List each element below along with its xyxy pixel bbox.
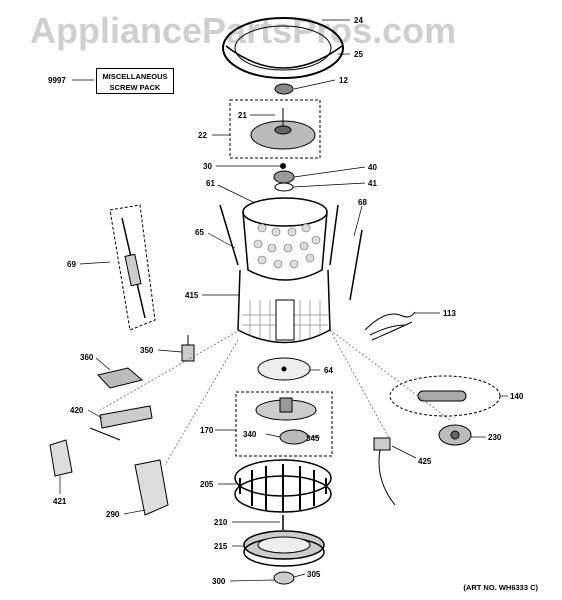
part-12-cap: [274, 83, 294, 95]
watermark: AppliancePartsPros.com: [30, 10, 457, 51]
callout-labels: 24 25 9997 12 21 22 30 40 41 61 68 65 69…: [48, 16, 524, 586]
callout-21: 21: [238, 111, 247, 120]
callout-350: 350: [140, 346, 154, 355]
callout-421: 421: [53, 497, 67, 506]
part-421-bracket: [49, 439, 73, 477]
misc-box-line2: SCREW PACK: [109, 83, 161, 92]
part-290-bracket: [134, 459, 169, 516]
callout-415: 415: [185, 291, 199, 300]
part-30-bolt: [280, 163, 286, 169]
callout-215: 215: [214, 542, 228, 551]
top-balance-ring: [222, 17, 344, 79]
part-140-hose: [417, 390, 467, 402]
callout-30: 30: [203, 162, 212, 171]
part-40-nut: [273, 170, 295, 184]
callout-300: 300: [212, 577, 226, 586]
callout-22: 22: [198, 131, 207, 140]
callout-61: 61: [206, 179, 215, 188]
callout-305: 305: [307, 570, 321, 579]
callout-360: 360: [80, 353, 94, 362]
callout-420: 420: [70, 406, 84, 415]
part-69-box: [109, 204, 156, 331]
callout-340: 340: [243, 430, 257, 439]
part-205-rotor: [234, 459, 332, 513]
leader-lines: [59, 19, 508, 582]
part-64-disc: [257, 357, 311, 381]
art-number: (ART NO. WH6333 C): [463, 583, 538, 592]
part-300-hub: [273, 571, 295, 585]
part-215-stator: [243, 530, 325, 567]
callout-345: 345: [306, 434, 320, 443]
callout-210: 210: [214, 518, 228, 527]
misc-screw-pack-box: MISCELLANEOUS SCREW PACK: [96, 68, 174, 94]
part-21-agitator-cap: [250, 108, 316, 150]
callout-425: 425: [418, 457, 432, 466]
part-425-sensor: [373, 437, 396, 506]
part-113-wire-harness: [364, 311, 416, 341]
part-170-box: [235, 391, 333, 457]
callout-65: 65: [195, 228, 204, 237]
callout-24: 24: [354, 16, 363, 25]
callout-290: 290: [106, 510, 120, 519]
part-230-pump: [438, 424, 472, 446]
callout-140: 140: [510, 392, 524, 401]
callout-12: 12: [339, 76, 348, 85]
part-22-box: [229, 99, 321, 159]
callout-41: 41: [368, 179, 377, 188]
guide-lines: [99, 329, 451, 466]
callout-9997: 9997: [48, 76, 66, 85]
callout-69: 69: [67, 260, 76, 269]
part-350-pump-part: [181, 335, 195, 362]
callout-230: 230: [488, 433, 502, 442]
part-41-washer: [274, 182, 294, 192]
part-69-suspension-rod: [121, 217, 146, 319]
callout-68: 68: [358, 198, 367, 207]
part-360-bracket: [97, 367, 144, 389]
callout-25: 25: [354, 50, 363, 59]
callout-64: 64: [324, 366, 333, 375]
callout-205: 205: [200, 480, 214, 489]
callout-40: 40: [368, 163, 377, 172]
misc-box-line1: MISCELLANEOUS: [102, 72, 168, 81]
part-170-transmission: [255, 397, 317, 445]
part-61-wash-basket: [242, 197, 328, 281]
part-415-outer-tub: [237, 269, 331, 344]
callout-170: 170: [200, 426, 214, 435]
part-420-heater: [89, 405, 153, 441]
callout-113: 113: [443, 309, 456, 318]
suspension-rods: [219, 204, 363, 301]
